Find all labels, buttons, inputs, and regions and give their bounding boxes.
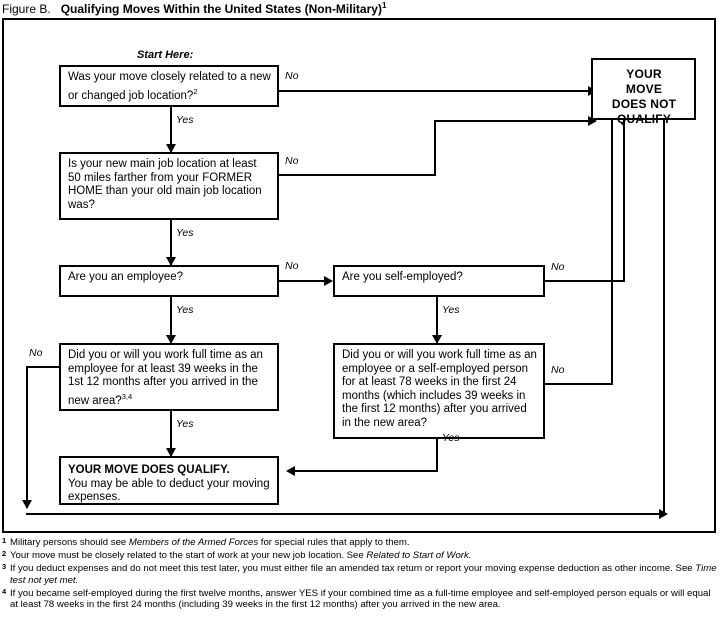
decision-box-job-location-related: Was your move closely related to a new o… xyxy=(59,65,279,107)
edge-q2-yes xyxy=(170,220,172,265)
terminal-box-move-qualifies-body: You may be able to deduct your moving ex… xyxy=(68,477,270,504)
not-qualify-line-1: YOUR xyxy=(626,67,662,81)
edge-q2-no-horizontal-2 xyxy=(434,120,591,122)
arrowhead-bottom-right xyxy=(659,509,668,519)
decision-box-distance-test-text: Is your new main job location at least 5… xyxy=(68,158,262,211)
edge-q4-no-horizontal xyxy=(545,280,625,282)
decision-box-78-week-test: Did you or will you work full time as an… xyxy=(333,343,545,439)
edge-label-q1-no: No xyxy=(285,70,299,82)
not-qualify-line-2: MOVE xyxy=(625,82,663,96)
edge-label-q4-no: No xyxy=(551,261,565,273)
arrowhead-q2-no xyxy=(588,116,597,126)
footnote-4-text: If you became self-employed during the f… xyxy=(10,587,711,611)
footnote-3-text: If you deduct expenses and do not meet t… xyxy=(10,563,717,586)
edge-far-right-vertical xyxy=(663,118,665,514)
not-qualify-line-3: DOES NOT xyxy=(611,97,677,111)
edge-q6-yes-vertical xyxy=(436,439,438,472)
footnote-2-text: Your move must be closely related to the… xyxy=(10,550,472,561)
arrowhead-q5-no-down xyxy=(22,500,32,509)
figure-title-text: Qualifying Moves Within the United State… xyxy=(60,2,382,16)
edge-q1-yes xyxy=(170,107,172,152)
terminal-box-move-does-not-qualify: YOUR MOVE DOES NOT QUALIFY xyxy=(591,58,696,126)
edge-label-q5-no: No xyxy=(29,347,43,359)
figure-title: Figure B. Qualifying Moves Within the Un… xyxy=(2,1,386,16)
edge-bottom-horizontal xyxy=(26,513,664,515)
arrowhead-q3-no xyxy=(324,276,333,286)
decision-box-39-week-test-text: Did you or will you work full time as an… xyxy=(68,349,263,407)
decision-box-are-you-self-employed-text: Are you self-employed? xyxy=(342,271,463,283)
edge-q3-yes xyxy=(170,297,172,343)
edge-q6-yes-horizontal xyxy=(295,470,438,472)
terminal-box-move-qualifies-heading: YOUR MOVE DOES QUALIFY. xyxy=(68,464,230,476)
decision-box-are-you-employee-text: Are you an employee? xyxy=(68,271,184,283)
edge-q5-no-horizontal xyxy=(26,366,61,368)
footnote-3-number: 3 xyxy=(2,562,7,571)
edge-label-q3-no: No xyxy=(285,260,299,272)
edge-q5-yes xyxy=(170,411,172,456)
footnote-marker-3-4: 3,4 xyxy=(121,391,133,401)
edge-label-q3-yes: Yes xyxy=(176,304,194,316)
footnote-2-number: 2 xyxy=(2,549,7,558)
not-qualify-line-4: QUALIFY xyxy=(616,112,672,126)
edge-q4-no-vertical xyxy=(623,118,625,282)
flowchart-frame: Start Here: Was your move closely relate… xyxy=(2,18,716,533)
start-here-label: Start Here: xyxy=(137,49,194,61)
edge-q1-no xyxy=(279,90,591,92)
arrowhead-q6-yes xyxy=(286,466,295,476)
edge-label-q1-yes: Yes xyxy=(176,114,194,126)
arrowhead-q2-yes xyxy=(166,257,176,266)
edge-label-q6-yes: Yes xyxy=(442,432,460,444)
decision-box-job-location-related-text: Was your move closely related to a new o… xyxy=(68,71,271,102)
arrowhead-q4-yes xyxy=(432,335,442,344)
edge-label-q2-no: No xyxy=(285,155,299,167)
figure-title-footnote-marker: 1 xyxy=(381,1,387,10)
figure-label: Figure B. xyxy=(2,2,51,16)
arrowhead-q1-yes xyxy=(166,144,176,153)
edge-q6-no-vertical xyxy=(611,118,613,385)
edge-label-q2-yes: Yes xyxy=(176,227,194,239)
edge-q5-no-vertical xyxy=(26,366,28,508)
footnote-1-text: Military persons should see Members of t… xyxy=(10,537,410,548)
decision-box-are-you-self-employed: Are you self-employed? xyxy=(333,265,545,297)
footnote-marker-2: 2 xyxy=(193,86,198,96)
edge-q2-no-horizontal xyxy=(279,174,436,176)
edge-label-q6-no: No xyxy=(551,364,565,376)
edge-q6-no-horizontal xyxy=(545,383,613,385)
decision-box-39-week-test: Did you or will you work full time as an… xyxy=(59,343,279,411)
footnote-1-number: 1 xyxy=(2,536,7,545)
arrowhead-q5-yes xyxy=(166,448,176,457)
decision-box-are-you-employee: Are you an employee? xyxy=(59,265,279,297)
arrowhead-q3-yes xyxy=(166,335,176,344)
terminal-box-move-qualifies: YOUR MOVE DOES QUALIFY. You may be able … xyxy=(59,456,279,505)
edge-q4-yes xyxy=(436,297,438,343)
footnote-4-number: 4 xyxy=(2,586,7,596)
edge-q3-no xyxy=(279,280,327,282)
decision-box-distance-test: Is your new main job location at least 5… xyxy=(59,152,279,220)
decision-box-78-week-test-text: Did you or will you work full time as an… xyxy=(342,349,537,429)
edge-label-q4-yes: Yes xyxy=(442,304,460,316)
edge-q2-no-vertical xyxy=(434,121,436,176)
edge-label-q5-yes: Yes xyxy=(176,418,194,430)
